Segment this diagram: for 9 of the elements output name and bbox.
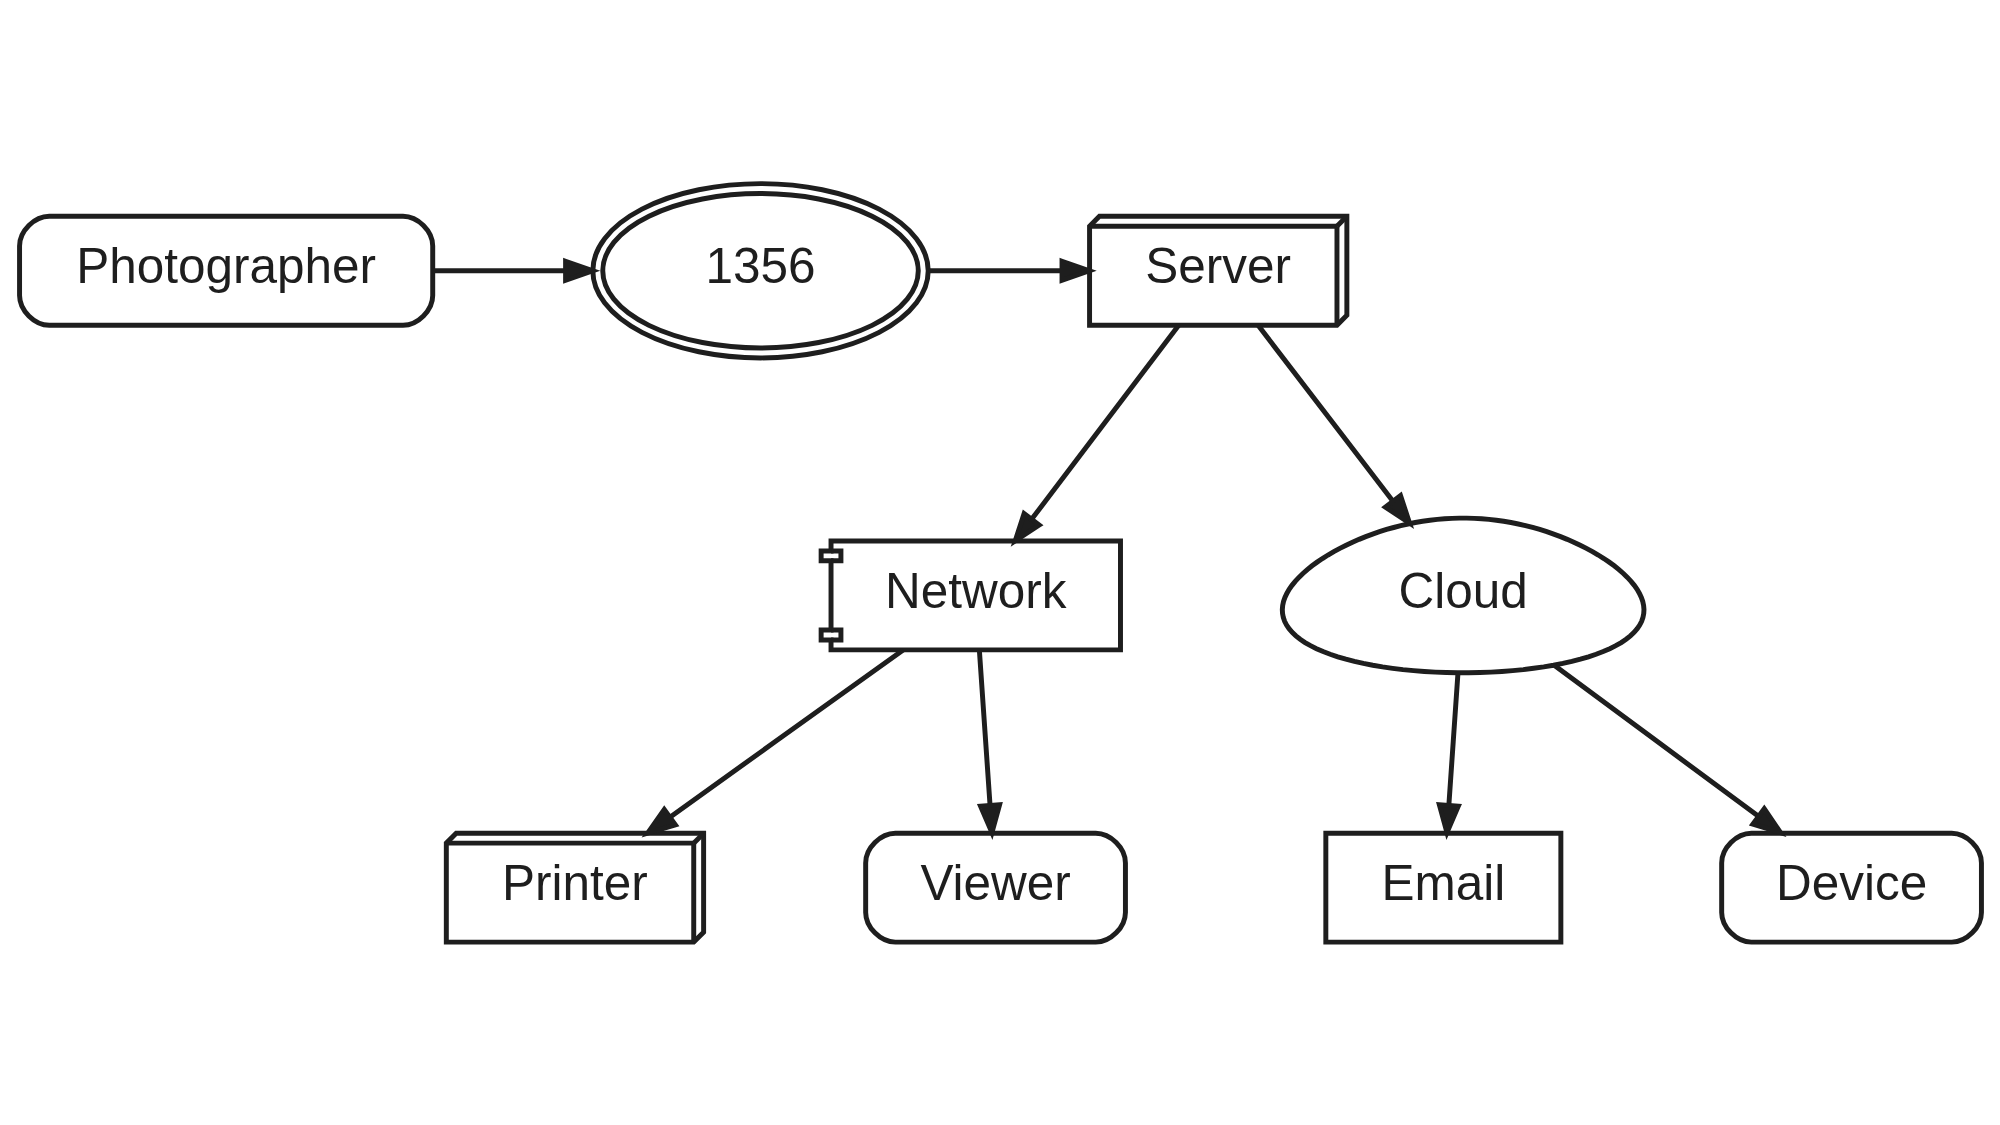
node-box: Device	[1718, 830, 1984, 945]
node-box: Email	[1322, 830, 1563, 945]
arrow	[1552, 662, 1786, 837]
node-box: Photographer	[16, 213, 435, 328]
node-box: Viewer	[862, 830, 1128, 945]
arrow	[928, 257, 1097, 284]
node-ellipse: 1356	[589, 180, 931, 360]
arrow	[976, 649, 1003, 840]
arrow	[432, 257, 600, 284]
